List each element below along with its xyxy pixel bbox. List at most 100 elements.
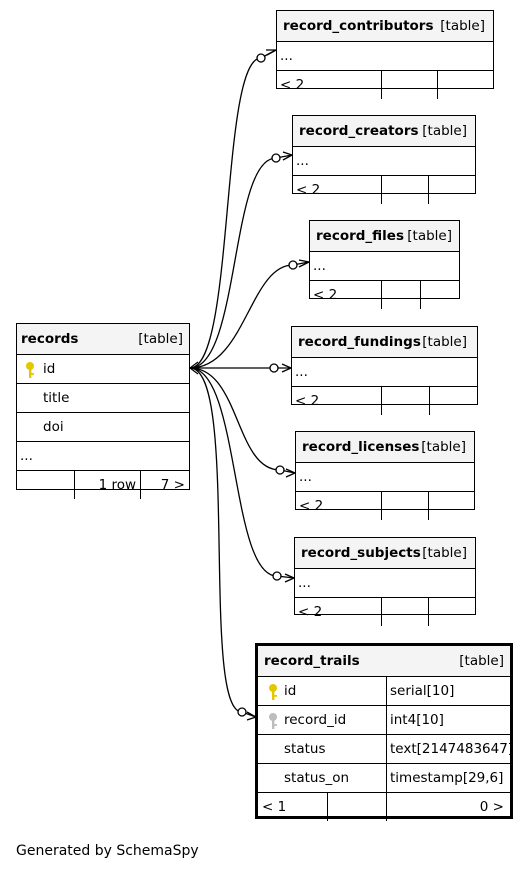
column-row[interactable]: doi	[17, 412, 189, 441]
table-record-creators[interactable]: record_creators [table] ... < 2	[292, 115, 476, 204]
more-columns: ...	[280, 48, 293, 64]
more-columns: ...	[299, 469, 312, 485]
table-record-subjects[interactable]: record_subjects [table] ... < 2	[294, 537, 476, 626]
parents-count[interactable]: < 2	[299, 498, 324, 514]
table-name: record_creators	[299, 123, 419, 139]
relation-end-contributors	[256, 53, 266, 63]
children-count[interactable]: 0 >	[479, 799, 504, 815]
more-columns-row: ...	[292, 357, 477, 386]
table-name: records	[21, 331, 79, 347]
table-header: record_creators [table]	[293, 116, 475, 146]
column-row[interactable]: status_on timestamp[29,6]	[258, 763, 510, 792]
column-row[interactable]: status text[2147483647]	[258, 734, 514, 763]
row-count: 1 row	[98, 477, 136, 493]
table-type: [table]	[422, 334, 467, 350]
more-columns: ...	[295, 364, 308, 380]
parents-count[interactable]: < 2	[280, 77, 305, 93]
table-footer: < 2	[293, 175, 475, 204]
column-row[interactable]: id	[17, 354, 189, 383]
parents-count[interactable]: < 2	[313, 287, 338, 303]
table-type: [table]	[138, 331, 183, 347]
more-columns: ...	[20, 448, 33, 464]
table-footer: < 1 0 >	[258, 792, 510, 821]
relation-line-licenses	[189, 367, 296, 474]
relation-line-files	[189, 261, 310, 369]
parents-count[interactable]: < 2	[296, 182, 321, 198]
relation-end-fundings	[269, 363, 279, 373]
table-type: [table]	[407, 228, 452, 244]
table-name: record_licenses	[302, 439, 420, 455]
more-columns-row: ...	[310, 251, 459, 280]
primary-key-icon	[26, 362, 34, 378]
more-columns-row: ...	[295, 568, 475, 597]
relation-line-creators	[189, 154, 293, 369]
table-header: record_licenses [table]	[296, 432, 474, 462]
table-footer: 1 row 7 >	[17, 470, 189, 499]
column-name: status_on	[284, 770, 350, 786]
table-type: [table]	[422, 123, 467, 139]
table-name: record_subjects	[301, 545, 421, 561]
more-columns-row: ...	[296, 462, 474, 491]
table-type: [table]	[459, 653, 504, 669]
table-record-fundings[interactable]: record_fundings [table] ... < 2	[291, 326, 478, 415]
table-header: record_files [table]	[310, 221, 459, 251]
table-footer: < 2	[292, 386, 477, 415]
table-type: [table]	[440, 18, 485, 34]
table-records[interactable]: records [table] id title doi ... 1 row 7…	[16, 323, 190, 499]
more-columns: ...	[298, 575, 311, 591]
parents-count[interactable]: < 2	[298, 604, 323, 620]
more-columns-row: ...	[17, 441, 189, 470]
relation-line-trails	[189, 367, 257, 718]
table-header: record_trails [table]	[258, 646, 510, 676]
column-name: id	[284, 683, 297, 699]
table-record-licenses[interactable]: record_licenses [table] ... < 2	[295, 431, 475, 520]
column-type: text[2147483647]	[390, 741, 514, 757]
parents-count[interactable]: < 1	[262, 799, 287, 815]
table-record-files[interactable]: record_files [table] ... < 2	[309, 220, 460, 309]
relation-line-contributors	[189, 49, 277, 369]
table-footer: < 2	[296, 491, 474, 520]
column-row[interactable]: title	[17, 383, 189, 412]
table-name: record_fundings	[298, 334, 421, 350]
column-name: title	[43, 390, 70, 406]
parents-count[interactable]: < 2	[295, 393, 320, 409]
column-name: id	[43, 361, 56, 377]
more-columns-row: ...	[277, 41, 493, 70]
table-type: [table]	[421, 439, 466, 455]
relation-end-files	[288, 260, 298, 270]
relation-end-licenses	[275, 465, 285, 475]
column-row[interactable]: record_id int4[10]	[258, 705, 510, 734]
table-header: record_subjects [table]	[295, 538, 475, 568]
table-name: record_files	[316, 228, 404, 244]
more-columns: ...	[296, 153, 309, 169]
relation-end-trails	[237, 707, 247, 717]
table-footer: < 2	[277, 70, 493, 99]
table-record-trails[interactable]: record_trails [table] id serial[10] reco…	[255, 643, 514, 821]
relation-end-creators	[271, 153, 281, 163]
more-columns: ...	[313, 258, 326, 274]
column-type: serial[10]	[390, 683, 455, 699]
table-header: record_fundings [table]	[292, 327, 477, 357]
table-header: record_contributors [table]	[277, 11, 493, 41]
table-type: [table]	[422, 545, 467, 561]
more-columns-row: ...	[293, 146, 475, 175]
table-footer: < 2	[295, 597, 475, 626]
primary-key-icon	[269, 684, 277, 700]
table-header: records [table]	[17, 324, 189, 354]
generated-by-text: Generated by SchemaSpy	[16, 843, 199, 859]
column-type: int4[10]	[390, 712, 444, 728]
table-name: record_trails	[264, 653, 360, 669]
column-name: record_id	[284, 712, 347, 728]
column-name: status	[284, 741, 326, 757]
relation-line-subjects	[189, 367, 295, 579]
foreign-key-icon	[269, 713, 277, 729]
table-name: record_contributors	[283, 18, 434, 34]
column-type: timestamp[29,6]	[390, 770, 504, 786]
column-row[interactable]: id serial[10]	[258, 676, 510, 705]
table-record-contributors[interactable]: record_contributors [table] ... < 2	[276, 10, 494, 99]
column-name: doi	[43, 419, 64, 435]
table-footer: < 2	[310, 280, 459, 309]
children-count[interactable]: 7 >	[160, 477, 185, 493]
relation-end-subjects	[272, 571, 282, 581]
